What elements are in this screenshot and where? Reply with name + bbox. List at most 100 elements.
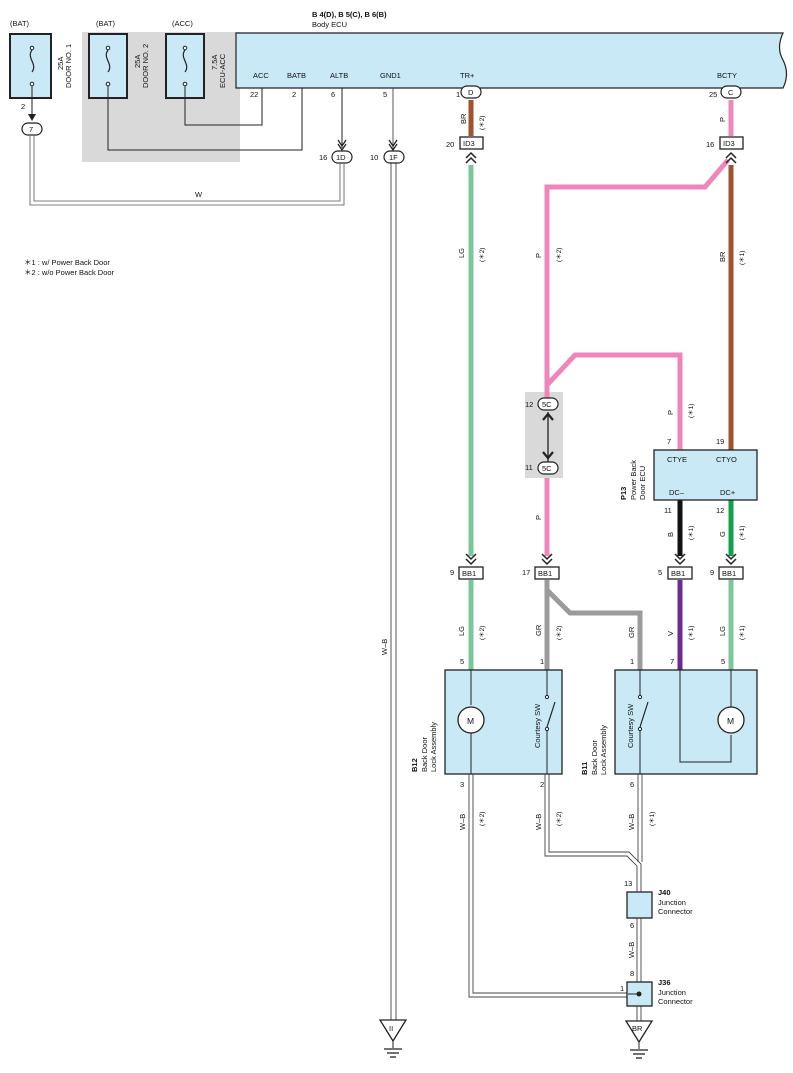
wire-p-ctye [544,352,683,450]
svg-text:CTYO: CTYO [716,455,737,464]
power-back-door-ecu: CTYE CTYO DC– DC+ 7 19 11 12 P13 Power B… [619,437,758,515]
svg-text:B11: B11 [580,762,589,775]
b11-motor [717,706,745,734]
svg-text:Junction: Junction [658,898,686,907]
svg-text:7: 7 [670,657,674,666]
svg-text:W–B: W–B [627,942,636,958]
wire-p-mid [544,158,730,398]
pin-trplus-label: TR+ [460,71,475,80]
pin-acc-label: ACC [253,71,269,80]
svg-text:P: P [534,253,543,258]
svg-text:13: 13 [624,879,632,888]
svg-text:J36: J36 [658,978,671,987]
fuse-door-no2: (BAT) 25A DOOR NO. 2 [88,19,150,99]
svg-text:B: B [666,532,675,537]
svg-text:C: C [728,88,734,97]
svg-text:1: 1 [540,657,544,666]
connector-bb1-c: 5 BB1 [658,553,693,580]
svg-text:5C: 5C [542,464,552,473]
svg-text:5: 5 [460,657,464,666]
svg-text:ID3: ID3 [463,139,475,148]
connector-c-bcty: C [720,85,742,99]
note-1: ＊1 : w/ Power Back Door [24,258,110,267]
svg-text:6: 6 [630,921,634,930]
connector-1d: 16 1D [319,139,353,164]
svg-text:Lock Assembly: Lock Assembly [429,722,438,772]
svg-text:V: V [666,631,675,636]
svg-text:3: 3 [460,780,464,789]
pin-25: 25 [709,90,717,99]
svg-text:(＊2): (＊2) [556,248,563,262]
svg-text:Power Back: Power Back [629,460,638,500]
ground-right: BR [624,1020,654,1059]
svg-text:Lock Assembly: Lock Assembly [599,725,608,775]
pin-bcty-label: BCTY [717,71,737,80]
svg-text:11: 11 [664,506,672,515]
svg-text:1: 1 [620,984,624,993]
ground-left: II [378,1019,408,1058]
svg-text:GR: GR [534,624,543,636]
svg-text:LG: LG [718,626,727,636]
svg-text:W–B: W–B [534,814,543,830]
j36-junction-connector: 8 1 J36 Junction Connector [620,969,693,1007]
svg-text:BR: BR [459,113,468,124]
svg-text:P13: P13 [619,487,628,500]
wire-gr-b11 [545,588,643,670]
body-ecu: B 4(D), B 5(C), B 6(B) Body ECU ACC BATB… [235,10,788,99]
svg-text:CTYE: CTYE [667,455,687,464]
svg-text:DC+: DC+ [720,488,736,497]
svg-text:BR: BR [718,251,727,262]
pin-batb-label: BATB [287,71,306,80]
b11-courtesy-switch [639,701,649,728]
wire-w-label: W [195,190,203,199]
svg-text:11: 11 [525,463,533,472]
svg-text:ECU-ACC: ECU-ACC [218,53,227,88]
svg-text:BB1: BB1 [722,569,736,578]
svg-text:12: 12 [716,506,724,515]
svg-text:9: 9 [450,568,454,577]
svg-text:W–B: W–B [458,814,467,830]
svg-text:(＊1): (＊1) [688,526,695,540]
svg-text:(＊1): (＊1) [739,526,746,540]
wire-wb-main-label: W–B [380,639,389,655]
svg-text:7: 7 [667,437,671,446]
svg-text:(＊2): (＊2) [479,116,486,130]
svg-text:25A: 25A [133,55,142,68]
svg-text:J40: J40 [658,888,671,897]
svg-text:B12: B12 [410,758,419,772]
svg-text:1F: 1F [389,153,398,162]
note-2: ＊2 : w/o Power Back Door [24,268,115,277]
svg-text:20: 20 [446,140,454,149]
svg-text:LG: LG [457,248,466,258]
svg-text:M: M [467,716,474,726]
svg-text:12: 12 [525,400,533,409]
pin-2: 2 [292,90,296,99]
svg-text:DC–: DC– [669,488,685,497]
j40-junction-connector: 13 6 J40 Junction Connector [624,879,693,930]
svg-text:1: 1 [630,657,634,666]
svg-text:Connector: Connector [658,997,693,1006]
connector-id3-right: 16 ID3 [706,136,744,164]
svg-text:(＊2): (＊2) [479,248,486,262]
svg-text:LG: LG [457,626,466,636]
svg-text:(＊1): (＊1) [739,626,746,640]
wire-wb-grounds [468,774,643,1021]
bat1-label: (BAT) [10,19,30,28]
svg-text:9: 9 [710,568,714,577]
svg-text:DOOR NO. 2: DOOR NO. 2 [141,44,150,88]
svg-text:19: 19 [716,437,724,446]
connector-1f: 10 1F [370,139,405,164]
power-wiring [31,86,343,151]
svg-text:GR: GR [627,626,636,638]
connector-1d-trplus: D [460,85,482,99]
svg-text:(＊1): (＊1) [688,404,695,418]
svg-text:16: 16 [319,153,327,162]
svg-text:7: 7 [29,125,33,134]
svg-text:P: P [666,410,675,415]
svg-text:5C: 5C [542,400,552,409]
b12-courtesy-switch [546,701,556,728]
b11-back-door-lock-assembly: 1 7 5 6 Courtesy SW M B11 Back Door Lock… [580,657,758,789]
svg-text:Courtesy SW: Courtesy SW [626,703,635,748]
body-ecu-name: Body ECU [312,20,347,29]
